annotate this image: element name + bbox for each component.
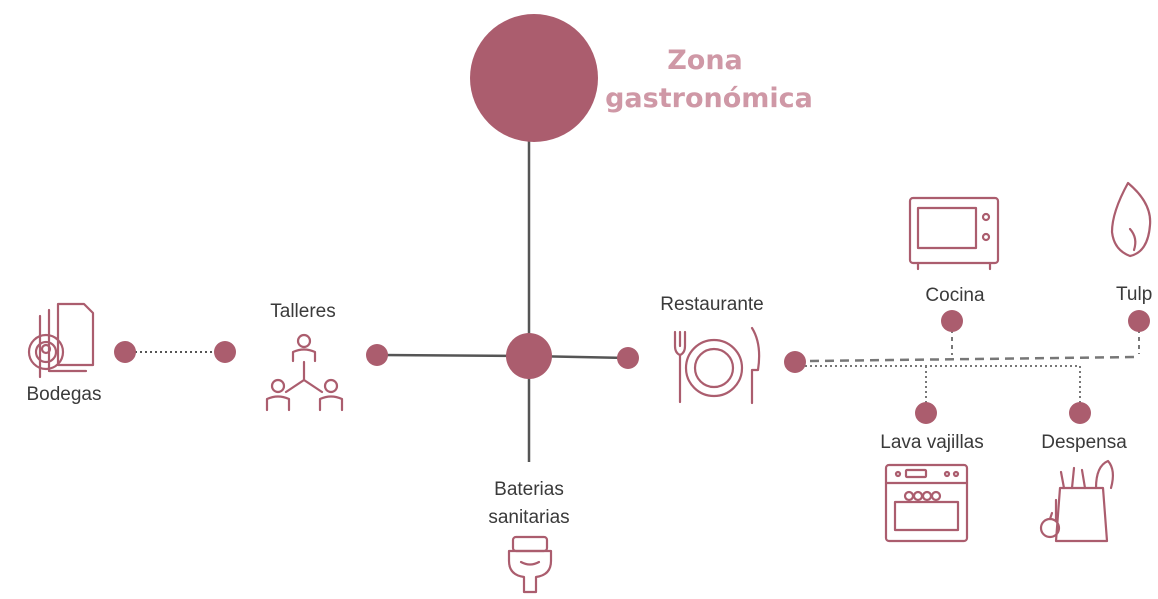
node-bodegas bbox=[114, 341, 136, 363]
nodes bbox=[114, 14, 1150, 424]
plate-cutlery-icon bbox=[673, 326, 761, 405]
node-cocina bbox=[941, 310, 963, 332]
grocery-bag-icon bbox=[1039, 459, 1115, 543]
label-restaurante: Restaurante bbox=[660, 294, 764, 315]
fire-icon bbox=[1110, 181, 1152, 258]
label-lava-vajillas: Lava vajillas bbox=[880, 432, 984, 453]
dishwasher-icon bbox=[884, 463, 969, 543]
node-lava-vajillas bbox=[915, 402, 937, 424]
team-icon bbox=[265, 333, 344, 412]
zone-title-line2: gastronómica bbox=[605, 83, 813, 114]
title-node bbox=[470, 14, 598, 142]
node-talleres bbox=[366, 344, 388, 366]
node-kitchen-branch bbox=[784, 351, 806, 373]
label-tulp: Tulp bbox=[1116, 284, 1152, 305]
documents-icon bbox=[27, 302, 95, 379]
label-bodegas: Bodegas bbox=[26, 384, 101, 405]
connectors bbox=[125, 138, 1140, 462]
oven-icon bbox=[908, 196, 1000, 271]
zone-title-line1: Zona bbox=[667, 45, 743, 76]
label-cocina: Cocina bbox=[925, 285, 985, 306]
connector-cocina-tulp bbox=[795, 355, 1140, 363]
label-despensa: Despensa bbox=[1041, 432, 1127, 453]
hub-node bbox=[506, 333, 552, 379]
node-tulp bbox=[1128, 310, 1150, 332]
node-restaurante bbox=[617, 347, 639, 369]
connector-lavado-despensa bbox=[795, 365, 1081, 412]
connector-hub-left bbox=[376, 353, 530, 358]
toilet-icon bbox=[507, 535, 553, 594]
label-sanitarias: sanitarias bbox=[488, 507, 569, 528]
node-despensa bbox=[1069, 402, 1091, 424]
node-talleres-left bbox=[214, 341, 236, 363]
label-baterias: Baterias bbox=[494, 479, 564, 500]
label-talleres: Talleres bbox=[270, 301, 335, 322]
